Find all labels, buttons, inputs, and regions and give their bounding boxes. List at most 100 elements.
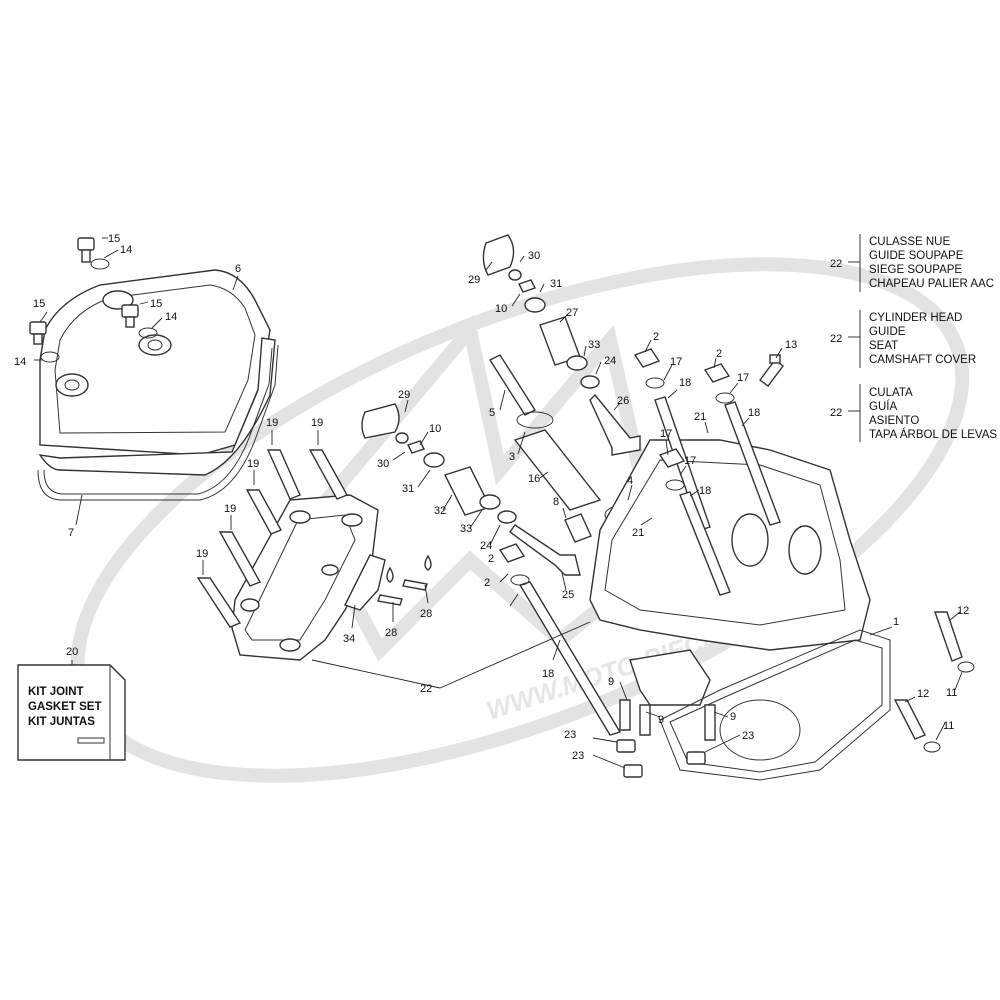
callout: 9 — [730, 711, 736, 723]
callout: 33 — [460, 523, 472, 535]
callout-labels: 15 14 15 15 14 14 6 7 19 19 19 19 19 29 … — [14, 233, 969, 762]
kit-line-1: KIT JOINT — [28, 686, 84, 698]
callout: 10 — [495, 303, 507, 315]
carrier-bolts — [196, 449, 348, 628]
cylinder-head — [589, 439, 871, 706]
callout: 30 — [528, 250, 540, 262]
callout: 12 — [917, 688, 929, 700]
callout: 23 — [572, 750, 584, 762]
callout: 15 — [33, 298, 45, 310]
legend-ref: 22 — [830, 258, 842, 270]
callout: 14 — [165, 311, 177, 323]
callout: 9 — [608, 676, 614, 688]
callout: 17 — [670, 356, 682, 368]
callout: 4 — [627, 475, 633, 487]
legend-ref: 22 — [830, 407, 842, 419]
callout: 19 — [196, 548, 208, 560]
legend-line: TAPA ÁRBOL DE LEVAS — [869, 428, 997, 441]
callout: 2 — [653, 331, 659, 343]
callout: 14 — [14, 356, 26, 368]
callout: 33 — [588, 339, 600, 351]
callout: 28 — [385, 627, 397, 639]
callout: 19 — [224, 503, 236, 515]
callout: 30 — [377, 458, 389, 470]
callout: 22 — [420, 683, 432, 695]
legend-line: SIEGE SOUPAPE — [869, 264, 962, 276]
callout: 21 — [632, 527, 644, 539]
valve-train-right — [482, 234, 641, 543]
valve-cover-gasket — [37, 344, 279, 501]
valve-train-left — [361, 403, 581, 576]
callout: 24 — [480, 540, 492, 552]
legend-block-fr: 22 CULASSE NUE GUIDE SOUPAPE SIEGE SOUPA… — [830, 234, 994, 292]
callout: 24 — [604, 355, 616, 367]
callout: 31 — [550, 278, 562, 290]
callout: 14 — [120, 244, 132, 256]
legend-line: CULATA — [869, 387, 913, 399]
callout: 15 — [108, 233, 120, 245]
callout: 19 — [247, 458, 259, 470]
callout: 7 — [68, 527, 74, 539]
legend-line: GUIDE SOUPAPE — [869, 250, 964, 262]
callout: 23 — [742, 730, 754, 742]
callout: 25 — [562, 589, 574, 601]
callout: 1 — [893, 616, 899, 628]
legend: 22 CULASSE NUE GUIDE SOUPAPE SIEGE SOUPA… — [830, 234, 997, 442]
callout: 29 — [468, 274, 480, 286]
callout: 17 — [660, 428, 672, 440]
side-bolts — [893, 611, 975, 753]
callout: 2 — [488, 553, 494, 565]
legend-block-es: 22 CULATA GUÍA ASIENTO TAPA ÁRBOL DE LEV… — [830, 384, 997, 442]
callout: 18 — [679, 377, 691, 389]
legend-ref: 22 — [830, 333, 842, 345]
legend-line: GUÍA — [869, 400, 897, 413]
callout: 15 — [150, 298, 162, 310]
callout: 19 — [266, 417, 278, 429]
callout: 29 — [398, 389, 410, 401]
callout: 5 — [489, 407, 495, 419]
callout: 34 — [343, 633, 355, 645]
blade-34 — [344, 554, 386, 611]
callout: 11 — [943, 720, 954, 732]
legend-line: CYLINDER HEAD — [869, 312, 962, 324]
kit-line-2: GASKET SET — [28, 701, 101, 713]
callout: 9 — [658, 714, 664, 726]
callout: 12 — [957, 605, 969, 617]
callout: 17 — [737, 372, 749, 384]
callout: 2 — [484, 577, 490, 589]
valve-cover — [38, 269, 276, 476]
callout: 26 — [617, 395, 629, 407]
legend-line: SEAT — [869, 340, 898, 352]
callout: 3 — [509, 451, 515, 463]
callout: 23 — [564, 729, 576, 741]
legend-line: CHAPEAU PALIER AAC — [869, 278, 994, 290]
callout: 19 — [311, 417, 323, 429]
studs — [498, 348, 781, 736]
legend-line: CULASSE NUE — [869, 236, 950, 248]
callout: 17 — [684, 455, 696, 467]
cover-bolts — [29, 237, 158, 363]
callout: 28 — [420, 608, 432, 620]
legend-block-en: 22 CYLINDER HEAD GUIDE SEAT CAMSHAFT COV… — [830, 310, 976, 368]
callout: 2 — [716, 348, 722, 360]
callout: 13 — [785, 339, 797, 351]
legend-line: GUIDE — [869, 326, 906, 338]
callout: 10 — [429, 423, 441, 435]
legend-line: ASIENTO — [869, 415, 919, 427]
legend-line: CAMSHAFT COVER — [869, 354, 976, 366]
callout: 20 — [66, 646, 78, 658]
sensor-13 — [759, 354, 784, 387]
callout: 31 — [402, 483, 414, 495]
callout: 16 — [528, 473, 540, 485]
callout: 6 — [235, 263, 241, 275]
callout: 11 — [946, 687, 957, 699]
callout: 27 — [566, 307, 578, 319]
callout: 8 — [553, 496, 559, 508]
callout: 32 — [434, 505, 446, 517]
head-gasket — [659, 629, 891, 781]
oil-drops — [377, 554, 432, 606]
callout: 18 — [542, 668, 554, 680]
gasket-kit-box: KIT JOINT GASKET SET KIT JUNTAS — [17, 664, 126, 761]
callout: 21 — [694, 411, 706, 423]
